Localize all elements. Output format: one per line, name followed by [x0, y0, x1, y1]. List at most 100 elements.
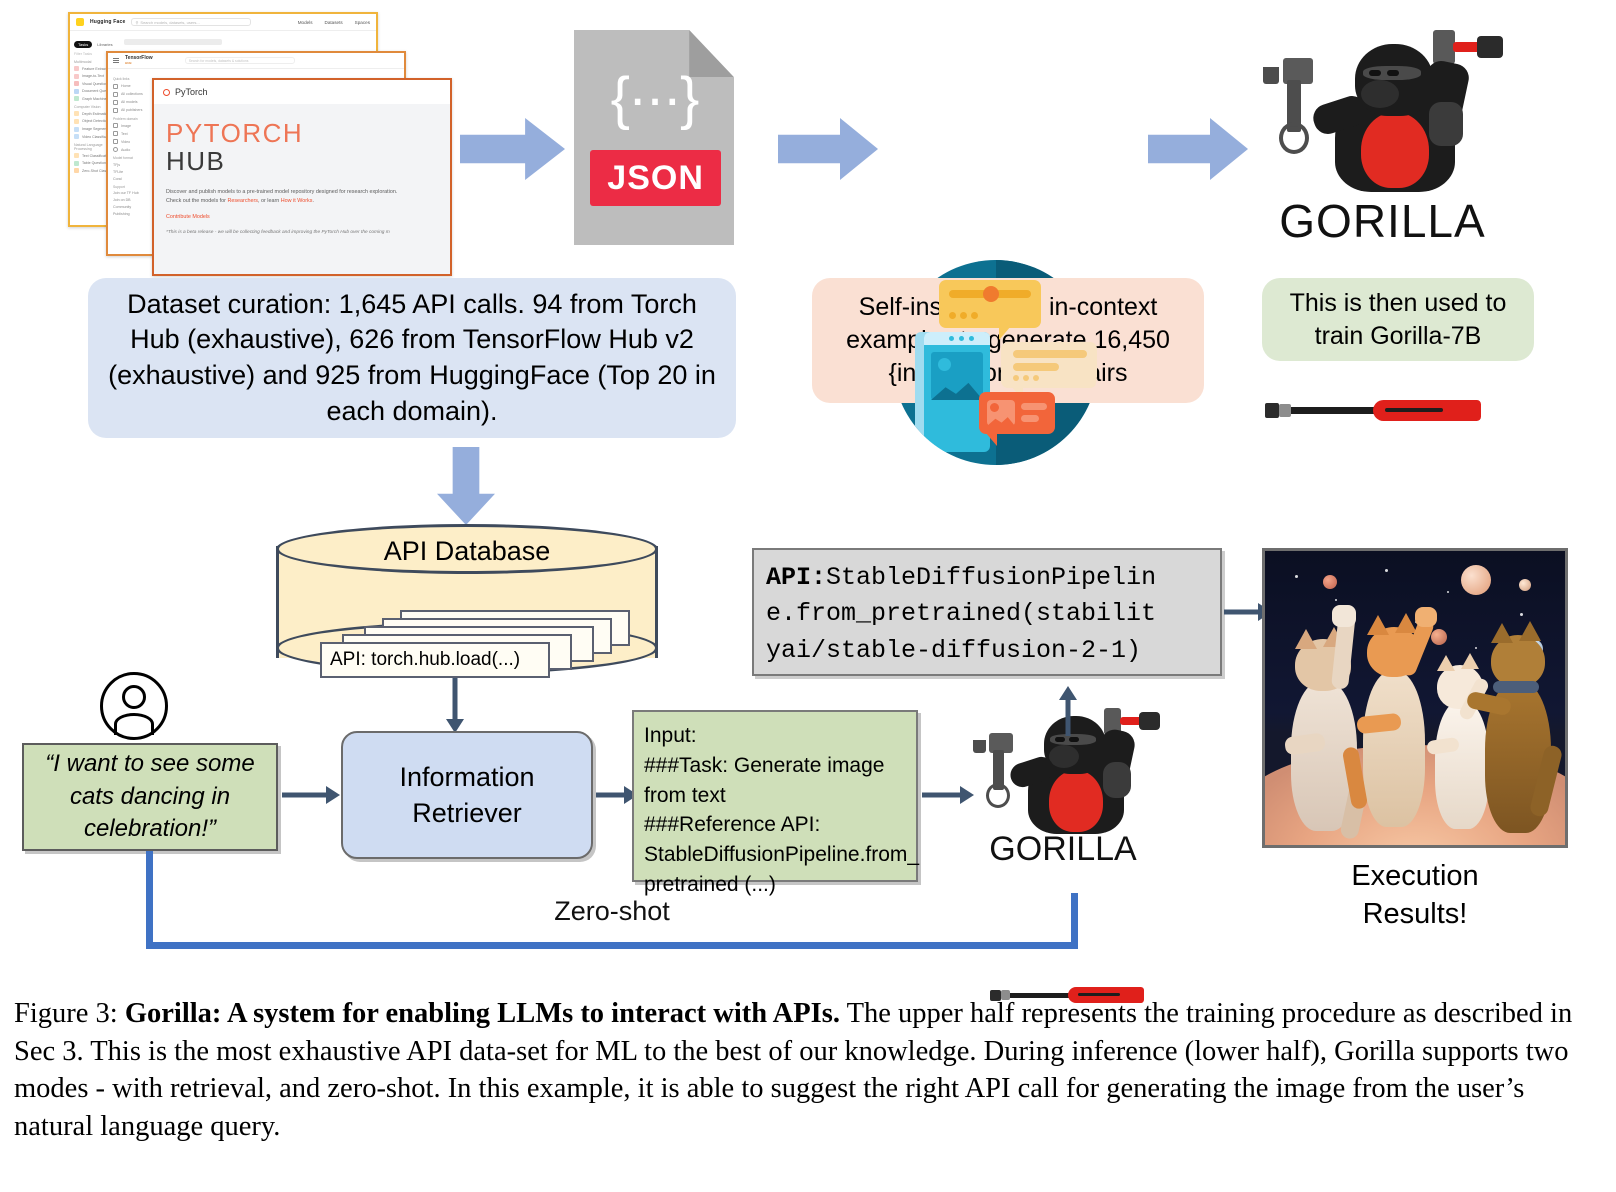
- hamburger-menu-icon[interactable]: [113, 58, 119, 63]
- researchers-link[interactable]: Researchers: [227, 197, 258, 204]
- sidebar-item[interactable]: Zero-Shot Classification: [74, 168, 114, 174]
- sidebar-item[interactable]: Image: [113, 123, 155, 128]
- models-icon: [113, 99, 118, 105]
- task-icon: [74, 96, 79, 102]
- video-icon: [113, 139, 118, 144]
- how-it-works-link[interactable]: How it Works: [280, 197, 313, 204]
- sidebar-item[interactable]: Object Detection: [74, 118, 114, 124]
- user-avatar-icon: [100, 672, 168, 740]
- api-output-line-3: yai/stable-diffusion-2-1): [766, 635, 1142, 665]
- pytorch-p2-mid: , or learn: [258, 197, 281, 204]
- zero-shot-line-bottom: [146, 942, 1078, 949]
- sidebar-item[interactable]: Text: [113, 131, 155, 136]
- huggingface-content: [118, 31, 376, 225]
- tensorflow-search-placeholder: Search for models, datasets & solutions: [188, 58, 249, 63]
- wrench-icon: [1261, 52, 1321, 162]
- tensorflow-body: Quick links Home All collections All mod…: [108, 69, 404, 254]
- pytorch-p2-prefix: Check out the models for: [166, 197, 228, 204]
- pytorch-brand: PyTorch: [175, 87, 208, 97]
- sidebar-item[interactable]: All models: [113, 99, 155, 105]
- sidebar-item[interactable]: Depth Estimation: [74, 111, 114, 117]
- sidebar-item[interactable]: TFjs: [113, 162, 120, 167]
- gorilla-mascot-inference: GORILLA: [968, 700, 1160, 1003]
- tensorflow-sidebar: Quick links Home All collections All mod…: [108, 69, 160, 254]
- star: [1335, 599, 1337, 601]
- sidebar-item[interactable]: Video: [113, 139, 155, 144]
- sidebar-item[interactable]: Graph Machine Learning: [74, 96, 114, 102]
- pytorch-beta-note: *This is a beta release - we will be col…: [166, 230, 390, 236]
- tensorflow-section-title: Support: [113, 184, 125, 189]
- huggingface-logo-icon: [76, 18, 84, 26]
- screwdriver-icon: [990, 986, 1146, 1004]
- chat-bubble-orange-tail: [985, 432, 997, 446]
- sidebar-item[interactable]: Feature Extraction: [74, 66, 114, 71]
- chat-bubble-yellow-tail: [999, 326, 1011, 340]
- sidebar-item[interactable]: Coral: [113, 176, 122, 181]
- api-database-title: API Database: [383, 535, 551, 566]
- huggingface-topbar: Hugging Face ⚲ Search models, datasets, …: [70, 14, 376, 31]
- tensorflow-section-title: Quick links: [113, 77, 130, 81]
- arrow-self-instruct-to-gorilla: [1148, 118, 1248, 180]
- sidebar-item[interactable]: Text Classification: [74, 153, 114, 159]
- sidebar-item[interactable]: All collections: [113, 91, 155, 97]
- task-icon: [74, 153, 79, 159]
- sidebar-item[interactable]: Image-to-Text: [74, 73, 114, 79]
- pytorch-hub-screenshot: PyTorch PYTORCH HUB Discover and publish…: [152, 78, 452, 276]
- huggingface-filter-label[interactable]: Filter Tasks: [74, 52, 93, 56]
- sidebar-item[interactable]: Visual Question Answering: [74, 81, 114, 87]
- information-retriever-box: Information Retriever: [341, 731, 593, 859]
- dancing-cat: [1341, 599, 1445, 845]
- sidebar-item[interactable]: Video Classification: [74, 134, 114, 140]
- json-file-icon: {···} JSON: [574, 30, 734, 245]
- image-sun-icon: [938, 358, 951, 371]
- sidebar-item[interactable]: Document Question Answering: [74, 88, 114, 94]
- execution-results-label: Execution Results!: [1262, 858, 1568, 933]
- sidebar-item[interactable]: Publishing: [113, 212, 130, 216]
- tensorflow-section-title: Model format: [113, 156, 133, 160]
- execution-results-line2: Results!: [1362, 897, 1468, 930]
- publishers-icon: [113, 107, 118, 113]
- prompt-line: pretrained (...): [644, 873, 776, 897]
- task-icon: [74, 111, 79, 117]
- titlebar-dot: [969, 336, 974, 341]
- sidebar-item[interactable]: Home: [113, 83, 155, 89]
- sidebar-item[interactable]: Table Question Answering: [74, 160, 114, 166]
- execution-results-line1: Execution: [1351, 860, 1479, 892]
- json-badge: JSON: [590, 150, 722, 207]
- pytorch-hero-title-1: PYTORCH: [166, 118, 304, 148]
- titlebar-dot: [959, 336, 964, 341]
- arrow-dataset-to-database: [437, 447, 495, 525]
- prompt-input-box: Input: ###Task: Generate image from text…: [632, 710, 919, 896]
- tab-tasks[interactable]: Tasks: [74, 41, 93, 48]
- arrow-screenshots-to-json: [460, 118, 565, 180]
- huggingface-nav-models[interactable]: Models: [297, 19, 313, 25]
- json-brace-glyph: {···}: [610, 66, 700, 132]
- task-icon: [74, 66, 79, 71]
- home-icon: [113, 83, 118, 89]
- sidebar-item[interactable]: All publishers: [113, 107, 155, 113]
- user-query-box: “I want to see some cats dancing in cele…: [22, 743, 278, 851]
- task-icon: [74, 118, 79, 124]
- zero-shot-line-left: [146, 851, 153, 949]
- huggingface-search-input[interactable]: ⚲ Search models, datasets, users...: [131, 18, 252, 26]
- tensorflow-brand: TensorFlow: [125, 55, 153, 61]
- sidebar-item[interactable]: Community: [113, 205, 132, 209]
- arrow-prompt-to-gorilla: [922, 785, 974, 805]
- sidebar-item[interactable]: Image Segmentation: [74, 126, 114, 132]
- huggingface-sidebar: Tasks Libraries Filter Tasks Multimodal …: [70, 31, 118, 225]
- text-icon: [113, 131, 118, 136]
- huggingface-tabs: Tasks Libraries: [74, 41, 114, 48]
- zero-shot-line-right: [1071, 893, 1078, 949]
- huggingface-nav-spaces[interactable]: Spaces: [354, 19, 370, 25]
- sidebar-item[interactable]: Join on DB: [113, 198, 131, 202]
- huggingface-nav-datasets[interactable]: Datasets: [324, 19, 343, 25]
- arrow-json-to-self-instruct: [778, 118, 878, 180]
- tab-libraries[interactable]: Libraries: [97, 42, 113, 47]
- tensorflow-section-title: Problem domain: [113, 116, 138, 121]
- train-gorilla-callout: This is then used to train Gorilla-7B: [1262, 278, 1534, 361]
- sidebar-item[interactable]: Audio: [113, 147, 155, 152]
- contribute-models-link[interactable]: Contribute Models: [166, 214, 210, 221]
- sidebar-item[interactable]: Join our TF Hub: [113, 191, 139, 195]
- tensorflow-search-input[interactable]: Search for models, datasets & solutions: [184, 57, 295, 64]
- sidebar-item[interactable]: TFLite: [113, 169, 124, 174]
